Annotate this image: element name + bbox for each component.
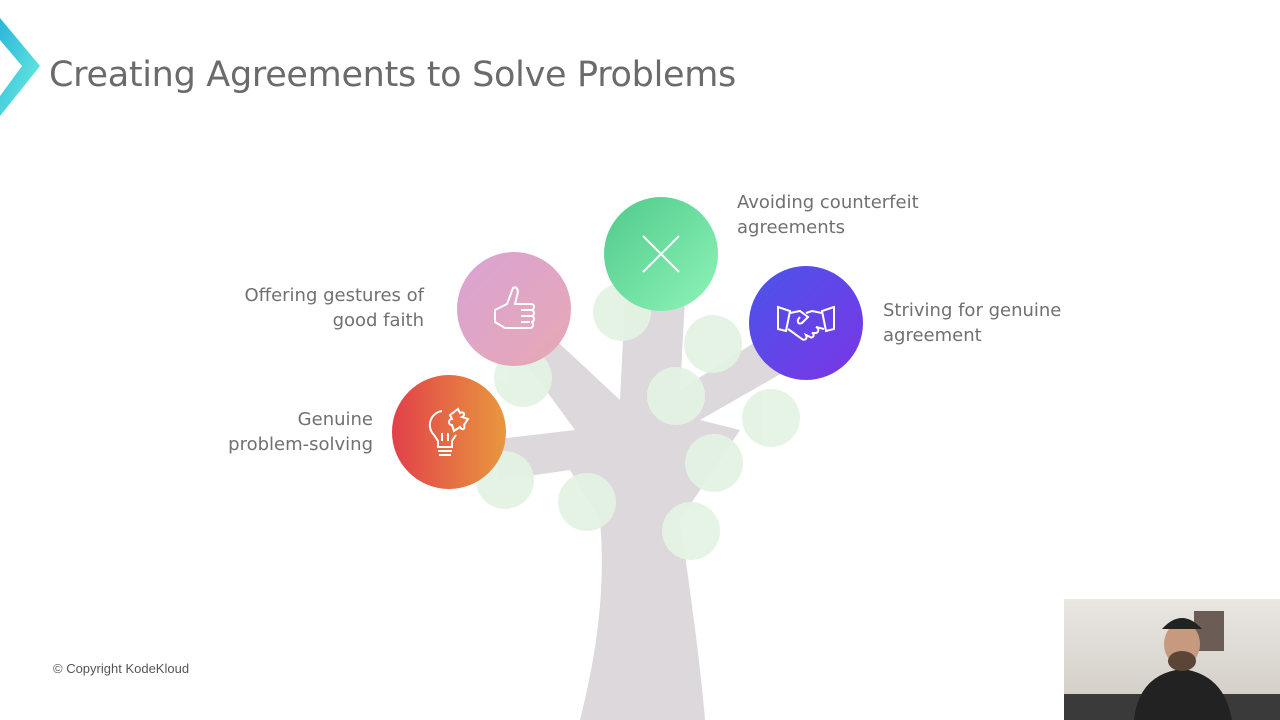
x-icon <box>642 235 680 273</box>
label-line: Offering gestures of <box>244 285 424 306</box>
kodekloud-logo-icon <box>0 18 40 116</box>
label-line: Genuine <box>297 409 373 430</box>
label-line: Avoiding counterfeit <box>737 192 919 213</box>
label-line: problem-solving <box>228 434 373 455</box>
handshake-icon <box>777 305 835 341</box>
page-title: Creating Agreements to Solve Problems <box>49 55 736 95</box>
label-problem-solving: Genuine problem-solving <box>228 407 373 457</box>
presenter-video-icon <box>1064 611 1280 720</box>
label-line: agreement <box>883 325 982 346</box>
presenter-webcam <box>1064 599 1280 720</box>
label-line: Striving for genuine <box>883 300 1062 321</box>
problem-solving-node <box>392 375 506 489</box>
good-faith-node <box>457 252 571 366</box>
label-line: good faith <box>332 310 424 331</box>
label-good-faith: Offering gestures of good faith <box>245 283 424 333</box>
label-avoiding-counterfeit: Avoiding counterfeit agreements <box>737 190 919 240</box>
avoiding-counterfeit-node <box>604 197 718 311</box>
copyright-text: © Copyright KodeKloud <box>53 661 190 676</box>
label-genuine-agreement: Striving for genuine agreement <box>883 298 1061 348</box>
lightbulb-puzzle-icon <box>428 407 470 456</box>
genuine-agreement-node <box>749 266 863 380</box>
thumbs-up-icon <box>494 286 535 329</box>
label-line: agreements <box>737 217 846 238</box>
